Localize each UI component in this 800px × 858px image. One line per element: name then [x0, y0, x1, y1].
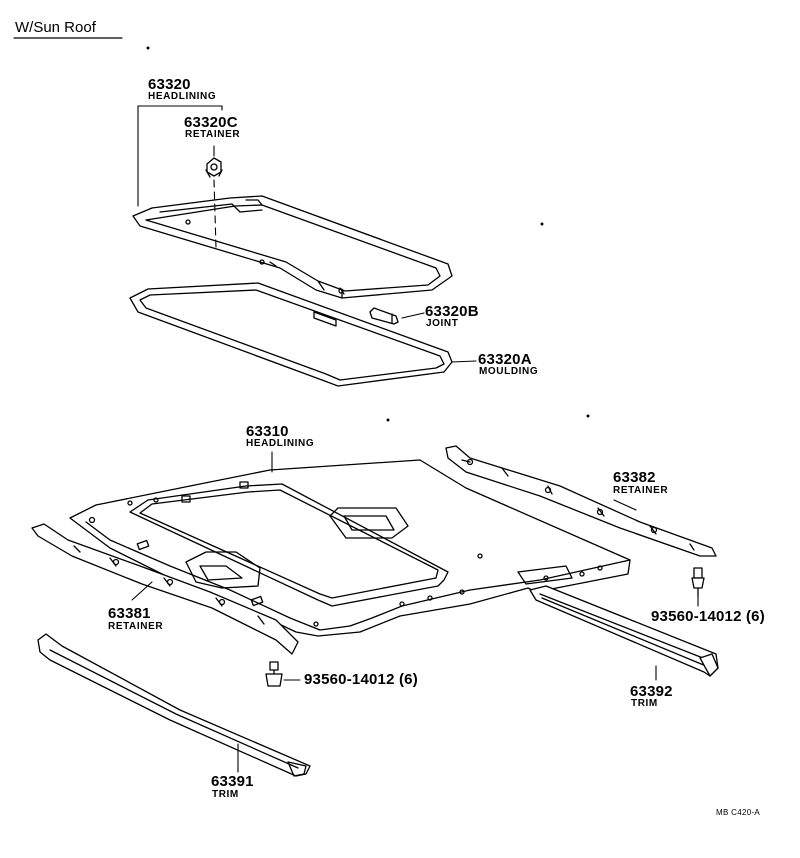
part-name-63320b: JOINT [426, 318, 459, 329]
leader-63382 [614, 500, 636, 510]
retainer-63382 [446, 446, 716, 556]
screw-right [692, 568, 704, 596]
trim-63391 [38, 634, 310, 776]
sunroof-headlining-frame [133, 196, 452, 298]
part-number-63310: 63310 [246, 423, 289, 440]
part-name-63391: TRIM [212, 789, 239, 800]
moulding-ring [130, 283, 452, 386]
part-number-63391: 63391 [211, 773, 254, 790]
leader-63381 [132, 582, 152, 600]
part-name-63392: TRIM [631, 698, 658, 709]
leader-63320a [452, 361, 476, 362]
part-number-63381: 63381 [108, 605, 151, 622]
part-number-63320c: 63320C [184, 114, 238, 131]
diagram-title: W/Sun Roof [15, 19, 96, 36]
leader-63320 [138, 106, 222, 206]
part-name-63320a: MOULDING [479, 366, 539, 377]
part-name-63310: HEADLINING [246, 438, 315, 449]
part-number-63382: 63382 [613, 469, 656, 486]
part-name-63320: HEADLINING [148, 91, 217, 102]
figure-code: MB C420-A [716, 808, 761, 817]
part-number-63320a: 63320A [478, 351, 532, 368]
part-name-63382: RETAINER [613, 485, 669, 496]
trim-63392 [530, 586, 718, 676]
leader-63320b [402, 313, 424, 318]
screw-left [266, 662, 282, 686]
joint-63320b [370, 308, 398, 324]
part-name-63320c: RETAINER [185, 129, 241, 140]
retainer-clip-63320c [206, 158, 222, 177]
part-number-63320: 63320 [148, 76, 191, 93]
part-name-63381: RETAINER [108, 621, 164, 632]
part-number-63392: 63392 [630, 683, 673, 700]
part-number-93560-right: 93560-14012 (6) [651, 608, 765, 625]
part-number-63320b: 63320B [425, 303, 479, 320]
part-number-93560-left: 93560-14012 (6) [304, 671, 418, 688]
retainer-63381 [32, 524, 298, 654]
